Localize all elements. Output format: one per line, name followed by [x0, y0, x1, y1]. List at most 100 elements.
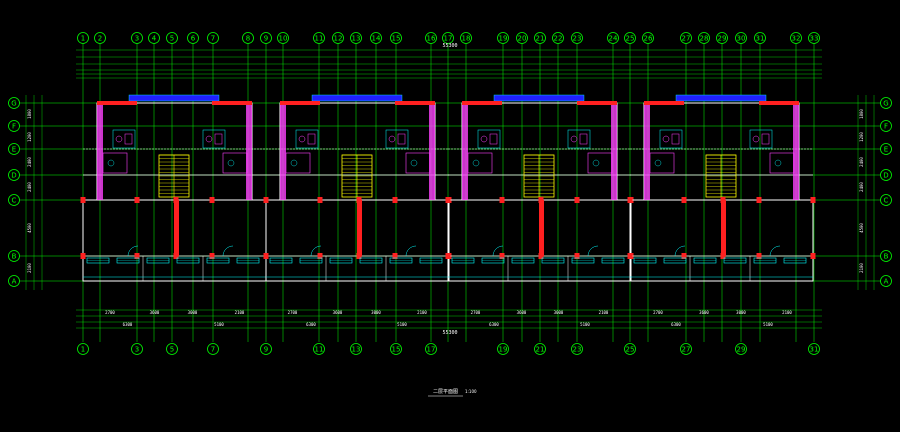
axis-bubble-top [442, 32, 454, 44]
toilet-icon [662, 135, 670, 143]
column [392, 253, 398, 259]
axis-label-left: C [12, 197, 17, 205]
axis-label-top: 5 [170, 35, 174, 43]
door-swing [127, 245, 139, 257]
toilet-icon [388, 135, 396, 143]
column [134, 197, 140, 203]
sink-icon [307, 133, 316, 145]
magenta-wall-right [611, 103, 617, 200]
axis-bubble-bottom [131, 343, 143, 355]
axis-label-bottom: 11 [315, 346, 324, 354]
door-swing [769, 245, 781, 257]
column [134, 253, 140, 259]
magenta-wall-right [793, 103, 799, 200]
column [756, 253, 762, 259]
column [499, 197, 505, 203]
column [209, 197, 215, 203]
axis-bubble-bottom [808, 343, 820, 355]
axis-label-left: A [12, 278, 17, 286]
bottom-dimension-12: 2700 [653, 310, 663, 315]
axis-label-top: 18 [462, 35, 471, 43]
column [574, 253, 580, 259]
column [627, 253, 633, 259]
sink-icon [214, 133, 223, 145]
bottom-dimension-sum-4: 6300 [489, 322, 499, 327]
axis-bubble-left [8, 120, 20, 132]
axis-label-left: B [12, 253, 17, 261]
door-swing [222, 245, 234, 257]
kitchen-counter [769, 152, 795, 174]
axis-label-bottom: 1 [81, 346, 85, 354]
axis-label-bottom: 9 [264, 346, 268, 354]
axis-label-top: 14 [372, 35, 381, 43]
axis-bubble-right [880, 143, 892, 155]
axis-label-top: 12 [334, 35, 343, 43]
axis-bubble-right [880, 169, 892, 181]
bathroom [567, 129, 591, 149]
axis-bubble-bottom [624, 343, 636, 355]
bottom-dimension-sum-7: 5100 [763, 322, 773, 327]
left-dimension-2: 2400 [27, 157, 32, 167]
axis-bubble-top [131, 32, 143, 44]
magenta-wall-left [280, 103, 286, 200]
unit-upper-wall [643, 102, 800, 201]
axis-bubble-bottom [497, 343, 509, 355]
magenta-wall-right [429, 103, 435, 200]
axis-label-top: 23 [573, 35, 582, 43]
axis-label-bottom: 7 [211, 346, 215, 354]
kitchen-counter [102, 152, 128, 174]
axis-label-right: C [884, 197, 889, 205]
stove-icon [654, 159, 662, 167]
total-dimension-bottom: 55300 [442, 330, 457, 336]
axis-label-top: 26 [644, 35, 653, 43]
balcony-strip [128, 94, 220, 102]
bottom-dimension-15: 2100 [782, 310, 792, 315]
axis-label-bottom: 15 [392, 346, 401, 354]
axis-label-left: F [12, 123, 16, 131]
axis-bubble-right [880, 97, 892, 109]
door-swing [405, 245, 417, 257]
bottom-dimension-sum-3: 5100 [397, 322, 407, 327]
axis-label-right: G [883, 100, 888, 108]
axis-bubble-bottom [571, 343, 583, 355]
balcony-strip [493, 94, 585, 102]
toilet-icon [752, 135, 760, 143]
axis-bubble-right [880, 194, 892, 206]
axis-bubble-top [313, 32, 325, 44]
axis-label-right: D [883, 172, 888, 180]
bottom-dimension-7: 2100 [417, 310, 427, 315]
apartment-units [80, 94, 816, 282]
axis-bubble-top [77, 32, 89, 44]
unit-upper-wall [461, 102, 618, 201]
red-lintel-left [644, 101, 684, 105]
unit-upper-wall [96, 102, 253, 201]
axis-bubble-right [880, 250, 892, 262]
bathroom [749, 129, 773, 149]
red-lintel-right [212, 101, 252, 105]
right-dimension-4: 4500 [859, 223, 864, 233]
axis-label-top: 28 [700, 35, 709, 43]
column [317, 253, 323, 259]
axis-bubble-top [260, 32, 272, 44]
axis-label-right: B [884, 253, 889, 261]
axis-bubble-top [277, 32, 289, 44]
right-dimension-2: 2400 [859, 157, 864, 167]
axis-label-top: 27 [682, 35, 691, 43]
left-dimension-1: 1200 [27, 132, 32, 142]
bottom-dimension-sum-2: 6300 [306, 322, 316, 327]
shear-wall [539, 200, 544, 256]
axis-label-top: 30 [737, 35, 746, 43]
axis-bubble-top [571, 32, 583, 44]
right-dimension-1: 1200 [859, 132, 864, 142]
bottom-dimension-0: 2700 [105, 310, 115, 315]
axis-label-top: 16 [427, 35, 436, 43]
right-dimension-0: 1800 [859, 109, 864, 119]
bottom-dimension-6: 3000 [371, 310, 381, 315]
axis-label-bottom: 31 [810, 346, 819, 354]
axis-bubble-bottom [77, 343, 89, 355]
axis-bubble-top [332, 32, 344, 44]
right-dimension-5: 2100 [859, 263, 864, 273]
sink-icon [761, 133, 770, 145]
axis-bubble-top [390, 32, 402, 44]
